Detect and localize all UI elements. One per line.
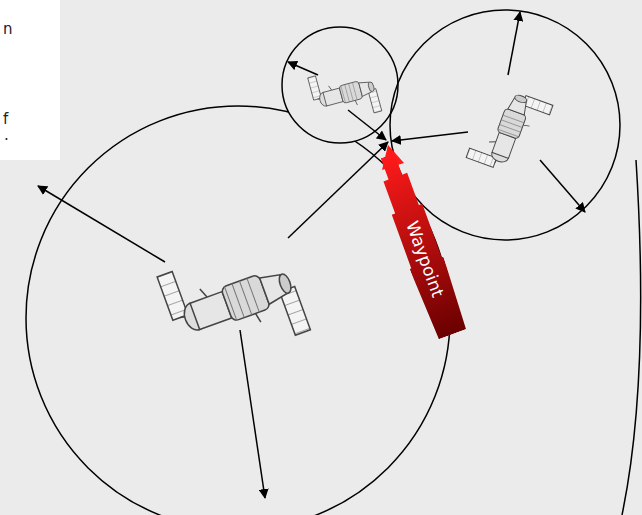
spacecraft (157, 234, 310, 373)
cropped-text: . (4, 126, 9, 144)
text-strip (0, 0, 60, 160)
range-circle (282, 27, 398, 143)
range-arc (622, 160, 641, 515)
cropped-text: f (3, 110, 8, 128)
spacecraft (466, 84, 553, 180)
range-circle (390, 10, 620, 240)
spacecraft (308, 62, 382, 128)
cropped-text: n (3, 20, 13, 38)
radius-arrows (38, 12, 585, 498)
